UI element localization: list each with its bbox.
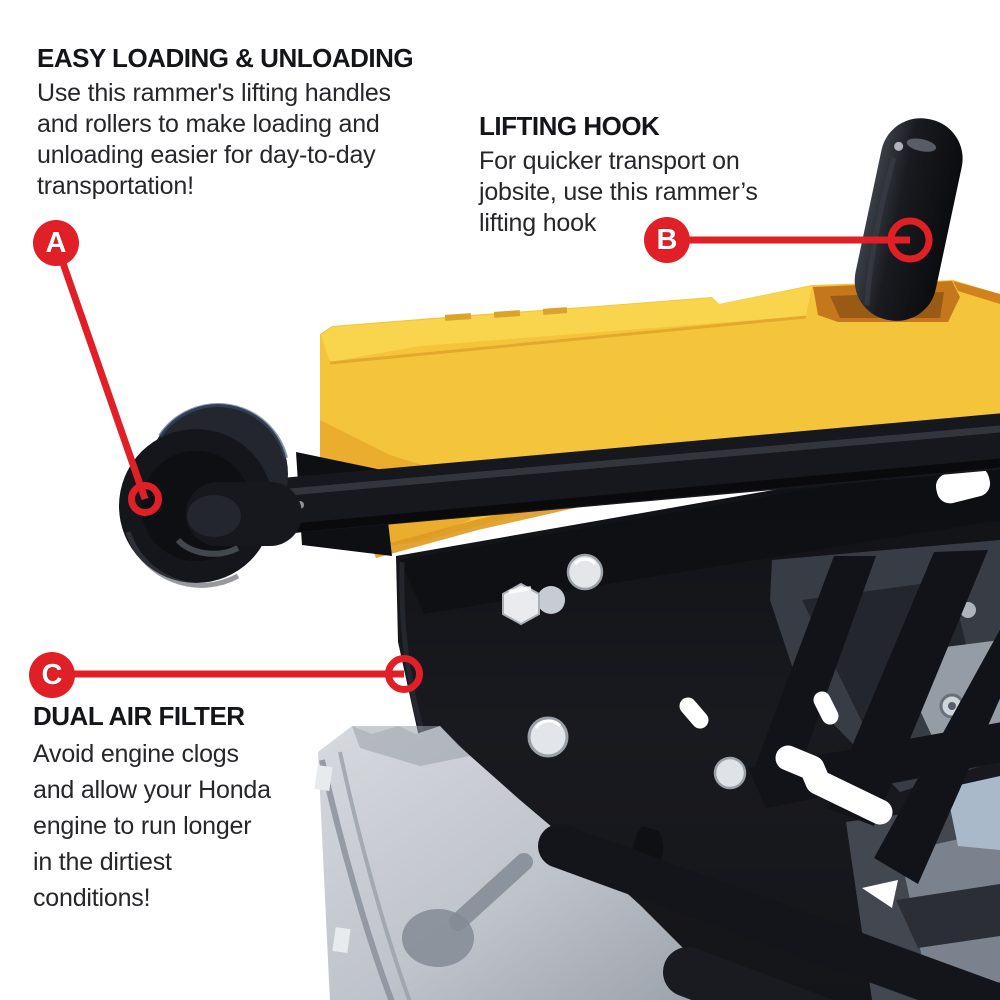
handle-tube [210,413,1000,538]
callout-lifting-hook-text: For quicker transport on [479,147,740,175]
callout-dual-air-filter-title: DUAL AIR FILTER [33,701,245,731]
callout-lifting-hook-title: LIFTING HOOK [479,111,660,141]
callout-easy-loading: EASY LOADING & UNLOADING Use this rammer… [37,43,414,200]
badge-b: B [644,217,690,263]
callout-dual-air-filter-text: Avoid engine clogs [33,740,239,768]
plate-slots [679,466,991,908]
callout-easy-loading-title: EASY LOADING & UNLOADING [37,43,414,73]
badge-c: C [29,652,75,698]
plate-bolts [502,553,747,790]
callout-lifting-hook: LIFTING HOOK For quicker transport on jo… [479,111,758,237]
support-strut [538,824,1000,1000]
crankcase-housing [314,726,721,1000]
frame-bars [748,550,1000,884]
badge-a: A [33,220,79,266]
callout-dual-air-filter: DUAL AIR FILTER Avoid engine clogs and a… [33,701,271,912]
callout-easy-loading-text: Use this rammer's lifting handles [37,79,391,107]
transport-roller [119,403,302,588]
